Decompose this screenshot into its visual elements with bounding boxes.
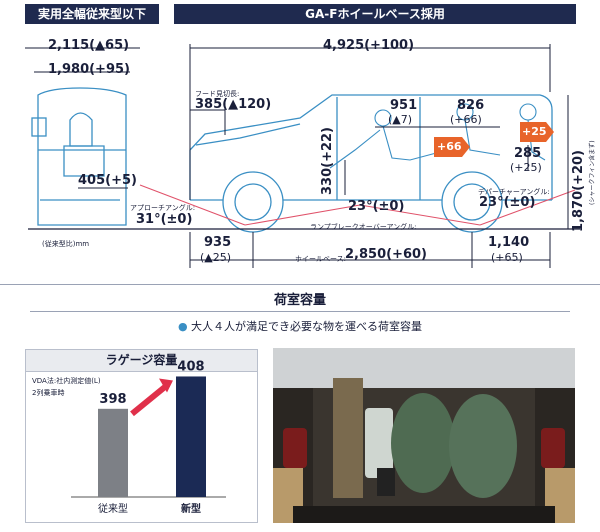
cargo-subtitle-row: ● 大人４人が満足でき必要な物を運べる荷室容量 xyxy=(0,318,600,334)
dim-826: 826 xyxy=(457,98,485,113)
dim-width-1980: 1,980(+95) xyxy=(48,62,130,77)
increase-badges xyxy=(434,122,554,157)
dim-330: 330(+22) xyxy=(320,126,335,195)
dim-951-diff: (▲7) xyxy=(388,113,413,126)
departure-value: 23°(±0) xyxy=(479,195,536,210)
right-header: GA-Fホイールベース採用 xyxy=(174,4,576,24)
bar-value-label: 408 xyxy=(177,359,204,374)
angle-lines xyxy=(139,184,576,226)
front-view-outline xyxy=(31,87,127,226)
front-overhang: 935 xyxy=(204,235,232,250)
vehicle-dimension-drawing xyxy=(25,44,580,268)
luggage-bar-chart: 398 従来型 408 新型 xyxy=(71,359,226,515)
dim-285-diff: (+25) xyxy=(510,161,542,174)
note-line2: 2列乗車時 xyxy=(32,389,65,397)
hood-value: 385(▲120) xyxy=(195,97,272,112)
dim-1870: 1,870(+20) xyxy=(571,150,586,232)
note-line1: VDA法:社内測定値(L) xyxy=(32,377,101,385)
bar-value-label: 398 xyxy=(99,392,126,407)
rear-overhang-diff: (+65) xyxy=(491,251,523,264)
luggage-chart-card: ラゲージ容量 VDA法:社内測定値(L) 2列乗車時 398 従来型 408 新型 xyxy=(25,349,258,523)
wheelbase-value: 2,850(+60) xyxy=(345,247,427,262)
section-divider xyxy=(0,284,600,285)
cargo-title: 荷室容量 xyxy=(273,293,326,308)
departure-label: デパーチャーアングル: xyxy=(478,188,550,196)
increase-arrow-head xyxy=(159,378,173,393)
dim-width-2115: 2,115(▲65) xyxy=(48,38,130,53)
approach-value: 31°(±0) xyxy=(136,212,193,227)
title-underline xyxy=(30,311,570,312)
ramp-label: ランプブレークオーバーアングル: xyxy=(310,223,417,231)
dim-405: 405(+5) xyxy=(78,173,137,188)
cargo-subtitle: 大人４人が満足でき必要な物を運べる荷室容量 xyxy=(191,320,423,333)
approach-label: アプローチアングル: xyxy=(130,204,196,212)
bar-previous xyxy=(98,408,128,497)
front-overhang-diff: (▲25) xyxy=(200,251,232,264)
cargo-photo-illustration xyxy=(273,348,575,523)
wheelbase-label: ホイールベース: xyxy=(295,255,347,263)
dimension-lines xyxy=(25,44,569,268)
category-label: 新型 xyxy=(181,502,201,515)
dim-285: 285 xyxy=(514,146,542,161)
dim-826-diff: (+66) xyxy=(450,113,482,126)
increase-arrow xyxy=(130,382,170,417)
occupant-figures xyxy=(329,103,546,169)
bar-new xyxy=(176,376,206,497)
category-label: 従来型 xyxy=(98,502,128,515)
badge-plus-25: +25 xyxy=(522,125,547,138)
ramp-value: 23°(±0) xyxy=(348,199,405,214)
dim-1870-note: (シャークフィン含まず) xyxy=(589,140,596,205)
ratio-note: (従来型比)mm xyxy=(42,240,90,248)
badge-plus-66: +66 xyxy=(437,140,462,153)
dim-951: 951 xyxy=(390,98,418,113)
cargo-photo xyxy=(273,348,575,523)
bullet-icon: ● xyxy=(177,320,188,333)
luggage-card-title: ラゲージ容量 xyxy=(26,350,257,372)
hood-label: フード見切長: xyxy=(195,90,240,98)
rear-overhang: 1,140 xyxy=(488,235,530,250)
side-view-outline xyxy=(189,94,553,233)
left-header: 実用全幅従来型以下 xyxy=(25,4,159,24)
dim-length-4925: 4,925(+100) xyxy=(323,38,415,53)
